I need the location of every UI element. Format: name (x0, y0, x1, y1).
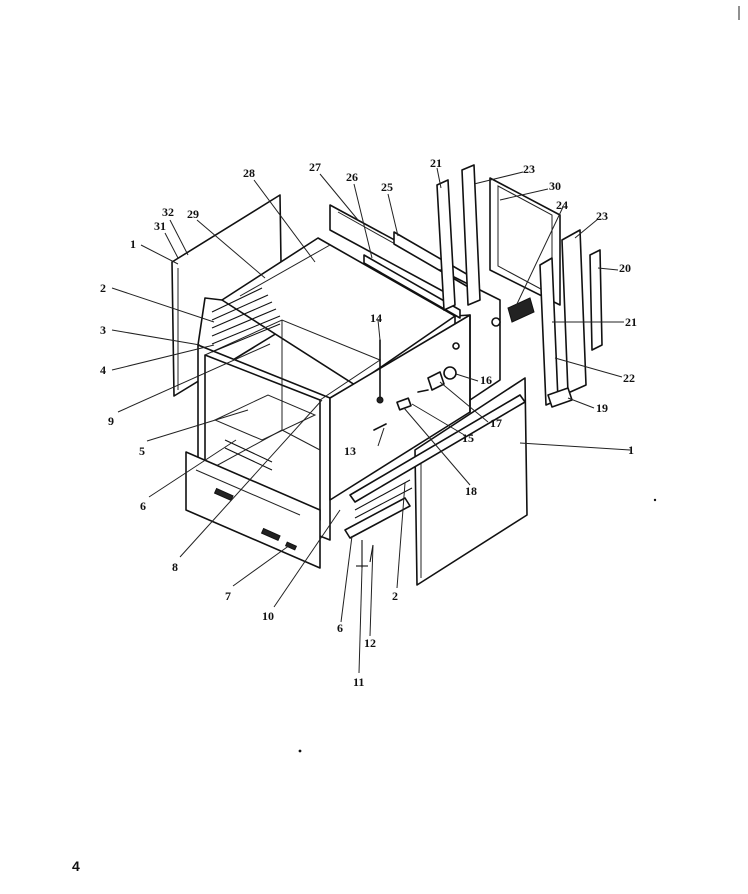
callout-26: 26 (346, 170, 358, 184)
callout-6-left: 6 (140, 499, 146, 513)
callout-29: 29 (187, 207, 199, 221)
callout-23-top: 23 (523, 162, 535, 176)
callout-2-left: 2 (100, 281, 106, 295)
callout-21-right: 21 (625, 315, 637, 329)
callout-1-right: 1 (628, 443, 634, 457)
callout-13: 13 (344, 444, 356, 458)
callout-9: 9 (108, 414, 114, 428)
callout-7: 7 (225, 589, 231, 603)
callout-22: 22 (623, 371, 635, 385)
hardware-parts (356, 317, 501, 568)
right-side-panel (414, 377, 528, 586)
bottom-rails (344, 394, 526, 539)
front-kick-panel (185, 451, 321, 569)
scan-marks (298, 6, 740, 753)
callout-17: 17 (490, 416, 502, 430)
callout-30: 30 (549, 179, 561, 193)
callout-1-left: 1 (130, 237, 136, 251)
leader-lines (111, 167, 631, 674)
callout-21-top: 21 (430, 156, 442, 170)
callout-4: 4 (100, 363, 106, 377)
callout-6-bottom: 6 (337, 621, 343, 635)
callout-25: 25 (381, 180, 393, 194)
callout-14: 14 (370, 311, 382, 325)
callout-5: 5 (139, 444, 145, 458)
callout-28: 28 (243, 166, 255, 180)
callout-31: 31 (154, 219, 166, 233)
right-frame-parts (436, 164, 603, 408)
callout-27: 27 (309, 160, 321, 174)
page-number: 4 (72, 858, 80, 874)
callout-24: 24 (556, 198, 568, 212)
callout-18: 18 (465, 484, 477, 498)
callout-19: 19 (596, 401, 608, 415)
callout-8: 8 (172, 560, 178, 574)
callout-15: 15 (462, 431, 474, 445)
callout-23-right: 23 (596, 209, 608, 223)
callout-32: 32 (162, 205, 174, 219)
callout-2-bottom: 2 (392, 589, 398, 603)
callout-12: 12 (364, 636, 376, 650)
callout-20: 20 (619, 261, 631, 275)
callout-labels: 1 2 3 4 9 5 6 8 7 10 32 31 29 28 27 26 2… (100, 156, 637, 689)
callout-10: 10 (262, 609, 274, 623)
callout-3: 3 (100, 323, 106, 337)
callout-16: 16 (480, 373, 492, 387)
callout-11: 11 (353, 675, 364, 689)
